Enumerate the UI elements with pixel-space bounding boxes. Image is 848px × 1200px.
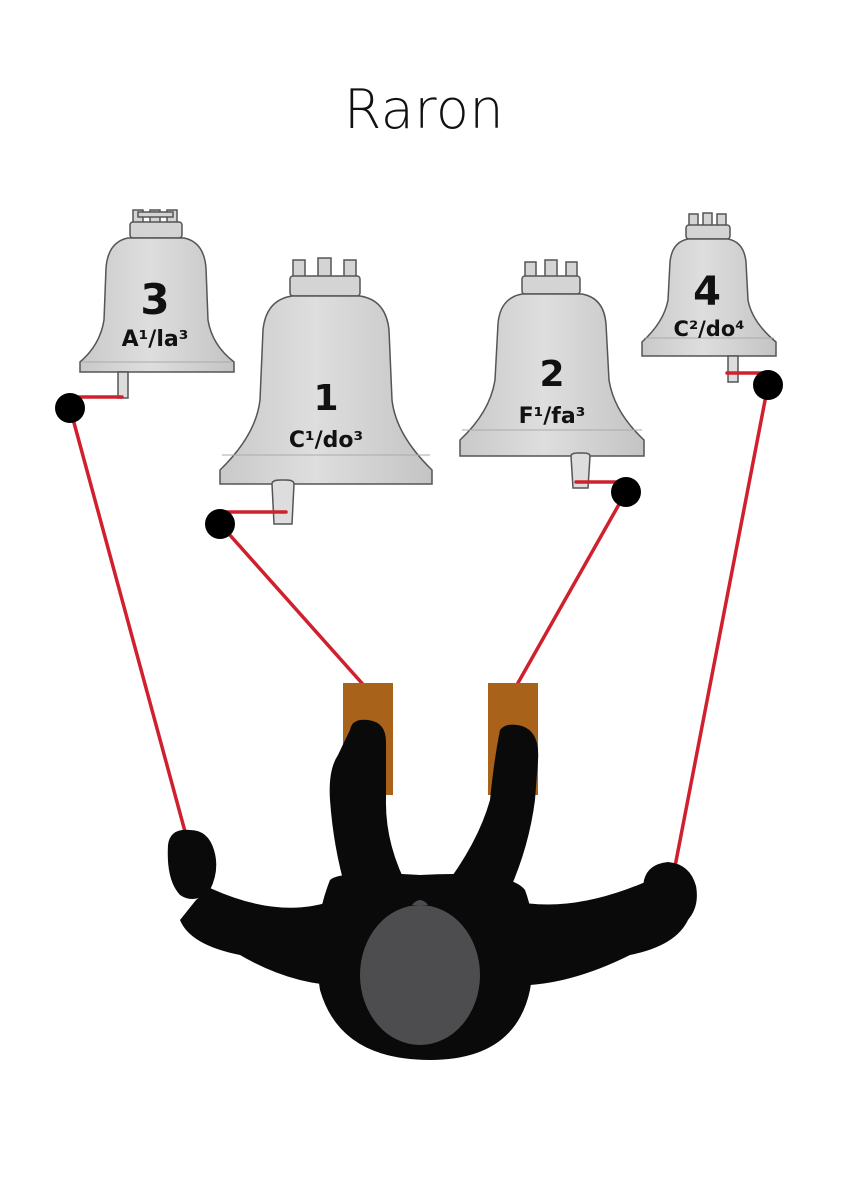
ropes	[68, 371, 770, 884]
bell-2: 2 F¹/fa³	[459, 259, 645, 489]
bell-4-body	[641, 238, 777, 357]
bell-4-note: C²/do⁴	[674, 317, 745, 341]
bell-4-number: 4	[693, 269, 721, 315]
bell-2-note: F¹/fa³	[519, 404, 586, 429]
bell-3: 3 A¹/la³	[79, 209, 235, 399]
bell-2-rope	[512, 490, 628, 692]
bell-4-rope	[670, 383, 770, 884]
bell-1-body	[219, 295, 433, 485]
bell-1-note: C¹/do³	[289, 428, 363, 453]
bell-4-pivot	[753, 370, 783, 400]
bell-3-body	[79, 237, 235, 373]
bell-2-number: 2	[539, 354, 564, 395]
bell-4: 4 C²/do⁴	[641, 212, 777, 383]
bell-3-number: 3	[140, 275, 169, 324]
bell-3-crown	[129, 209, 183, 239]
bell-2-pivot	[611, 477, 641, 507]
bell-1-rope	[218, 522, 370, 692]
bell-1-crown	[289, 257, 361, 297]
bell-1-number: 1	[313, 378, 338, 419]
bell-4-clapper	[727, 355, 739, 383]
bell-2-clapper	[570, 452, 591, 489]
page-title: Raron	[343, 78, 505, 141]
bell-1-clapper	[271, 479, 295, 525]
ringer-head	[360, 900, 480, 1045]
bell-3-pivot	[55, 393, 85, 423]
bell-3-rope	[68, 406, 192, 852]
bell-1-pivot	[205, 509, 235, 539]
bell-2-crown	[521, 259, 581, 295]
bell-2-body	[459, 293, 645, 457]
bell-3-clapper	[117, 371, 129, 399]
bell-3-note: A¹/la³	[122, 327, 189, 352]
bell-4-crown	[685, 212, 731, 240]
bell-1: 1 C¹/do³	[219, 257, 433, 525]
pivots	[55, 370, 783, 539]
